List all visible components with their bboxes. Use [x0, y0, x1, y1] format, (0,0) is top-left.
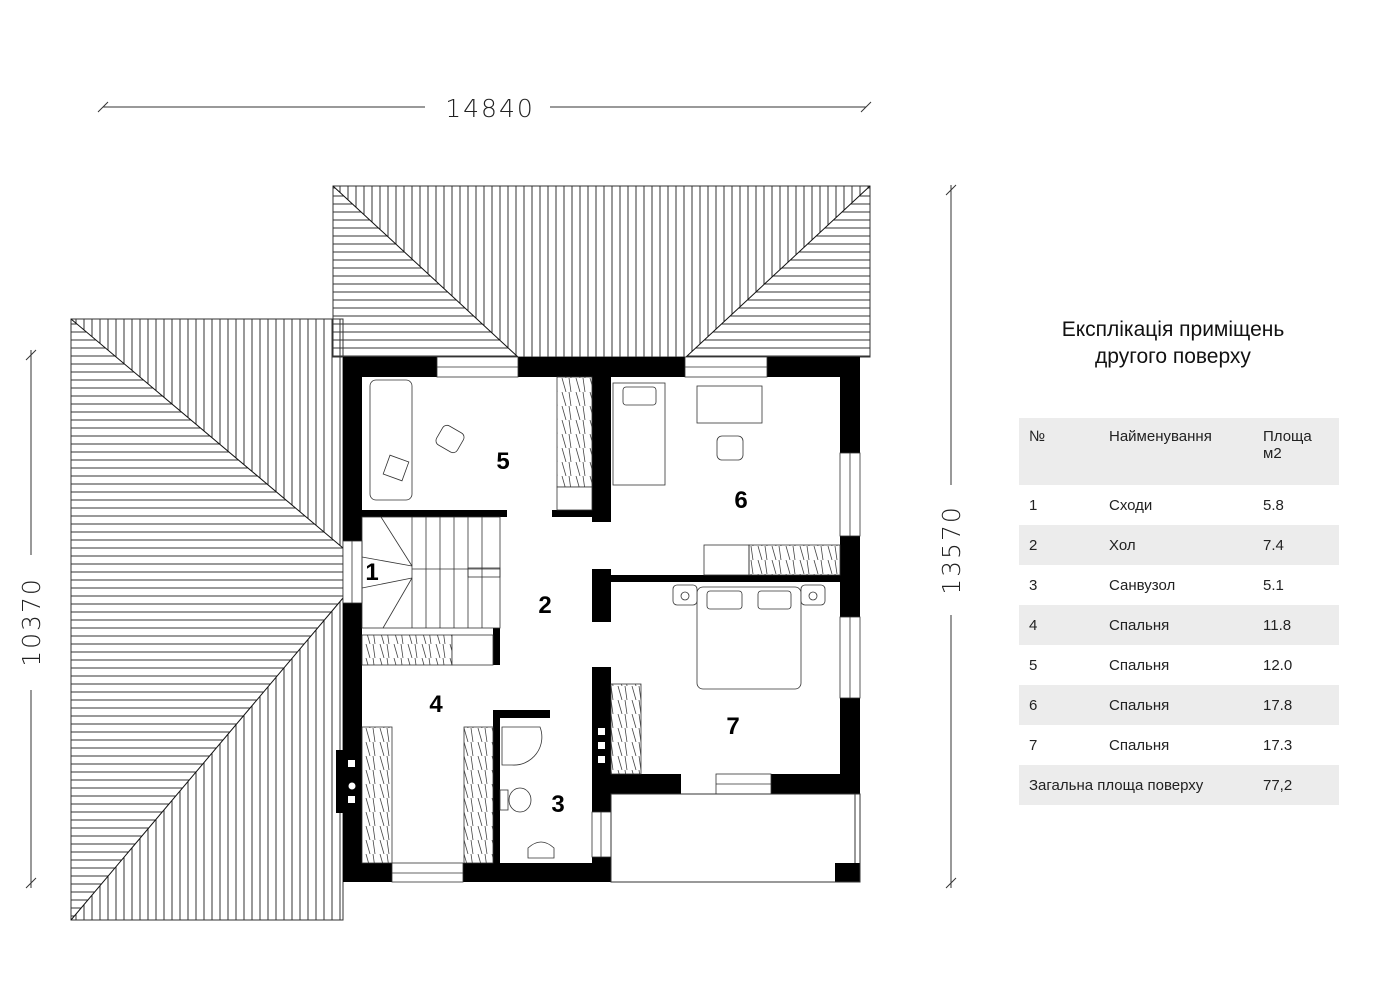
chair: [435, 424, 465, 454]
balcony: [610, 793, 861, 883]
cell-area: 17.3: [1263, 736, 1293, 754]
room-label-6: 6: [734, 487, 747, 514]
cell-name: Санвузол: [1109, 576, 1176, 594]
sink: [527, 841, 555, 859]
explication-title: Експлікація приміщень другого поверху: [1007, 316, 1339, 370]
double-bed: [696, 586, 802, 690]
cell-area: 11.8: [1253, 605, 1339, 645]
cell-num: 5: [1029, 656, 1038, 674]
cell-area: 17.8: [1253, 685, 1339, 725]
table-row: 1 Сходи 5.8: [1019, 485, 1339, 525]
header-area-line1: Площа: [1263, 428, 1312, 445]
cell-name: Спальня: [1099, 605, 1253, 645]
dimension-right: 13570: [937, 184, 966, 889]
explication-panel: Експлікація приміщень другого поверху № …: [1019, 316, 1339, 805]
cell-num: 6: [1019, 685, 1099, 725]
cell-area: 7.4: [1253, 525, 1339, 565]
room-label-1: 1: [365, 559, 378, 586]
walls: [336, 357, 860, 882]
room-label-3: 3: [551, 791, 564, 818]
room-label-4: 4: [429, 691, 443, 718]
table-row: 5 Спальня 12.0: [1019, 645, 1339, 685]
cell-name: Спальня: [1109, 736, 1170, 754]
cell-name: Хол: [1099, 525, 1253, 565]
header-area-line2: м2: [1263, 445, 1282, 462]
total-label: Загальна площа поверху: [1019, 765, 1253, 805]
cell-num: 7: [1029, 736, 1038, 754]
floor-plan: 14840 10370 13570: [17, 94, 966, 921]
header-name: Найменування: [1099, 418, 1253, 485]
furniture: [369, 379, 826, 859]
vent-shafts: [348, 728, 605, 803]
title-line-2: другого поверху: [1095, 345, 1251, 368]
title-line-1: Експлікація приміщень: [1061, 318, 1285, 341]
chair: [716, 435, 744, 461]
cell-num: 2: [1019, 525, 1099, 565]
cell-area: 5.1: [1263, 576, 1284, 594]
table-row: 3 Санвузол 5.1: [1019, 565, 1339, 605]
total-value: 77,2: [1253, 765, 1339, 805]
sofa: [369, 379, 413, 501]
dimension-right-label: 13570: [937, 505, 966, 595]
room-label-5: 5: [496, 448, 509, 475]
toilet: [508, 787, 532, 813]
wardrobes: [361, 376, 841, 864]
room-label-7: 7: [726, 713, 739, 740]
dimension-width-label: 14840: [445, 94, 535, 123]
cell-num: 1: [1029, 496, 1038, 514]
dimension-top: 14840: [97, 94, 872, 123]
stairs: [361, 516, 501, 629]
desk: [696, 385, 763, 424]
cell-name: Спальня: [1099, 685, 1253, 725]
dimension-left: 10370: [17, 349, 46, 889]
windows: [342, 356, 861, 883]
cell-name: Спальня: [1109, 656, 1170, 674]
shower: [501, 726, 543, 766]
cell-name: Сходи: [1109, 496, 1153, 514]
roof-top: [332, 185, 871, 358]
cell-area: 5.8: [1263, 496, 1284, 514]
header-num: №: [1019, 418, 1099, 485]
roof-left: [70, 318, 344, 921]
room-label-2: 2: [538, 592, 551, 619]
table-row: 7 Спальня 17.3: [1019, 725, 1339, 765]
cell-num: 3: [1029, 576, 1038, 594]
dimension-left-label: 10370: [17, 577, 46, 667]
cell-num: 4: [1019, 605, 1099, 645]
room-labels: 1 2 3 4 5 6 7: [365, 448, 747, 818]
cell-area: 12.0: [1263, 656, 1293, 674]
